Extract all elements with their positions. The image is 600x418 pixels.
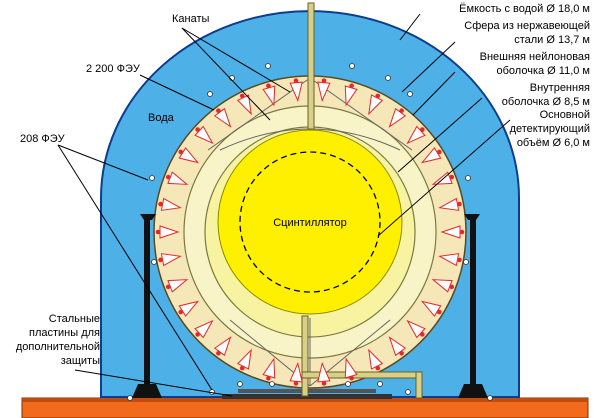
label-scintillator: Сцинтиллятор xyxy=(273,217,347,229)
support-legs xyxy=(132,214,488,398)
fill-pipes xyxy=(301,2,423,399)
pmt-base xyxy=(293,381,299,386)
label-tank: Ёмкость с водой Ø 18,0 м xyxy=(459,3,590,15)
outer-pmt xyxy=(385,75,391,81)
outer-pmt xyxy=(487,395,493,401)
pmt-base xyxy=(321,78,327,83)
label-volume-3: объём Ø 6,0 м xyxy=(517,137,590,149)
label-volume-2: детектирующий xyxy=(510,123,590,135)
pmt-base xyxy=(436,309,442,315)
pmt-ring xyxy=(155,78,465,386)
outer-pmt xyxy=(237,381,243,387)
pmt-base xyxy=(293,78,299,83)
pmt-base xyxy=(216,350,221,356)
pmt-base xyxy=(420,127,425,132)
label-inner-2: оболочка Ø 8,5 м xyxy=(502,96,590,108)
pmt-base xyxy=(216,108,221,114)
label-plates-3: дополнительной xyxy=(16,341,100,353)
outer-pmt xyxy=(465,175,471,181)
label-outer-nylon-1: Внешняя нейлоновая xyxy=(480,51,590,63)
outer-pmt xyxy=(127,395,133,401)
pmt-base xyxy=(158,257,163,263)
outer-pmt xyxy=(405,389,411,395)
outer-pmt xyxy=(207,91,213,97)
outer-pmt xyxy=(269,381,275,387)
pmt-base xyxy=(449,174,455,180)
outer-pmt xyxy=(377,381,383,387)
label-sphere-2: стали Ø 13,7 м xyxy=(514,34,590,46)
pmt-base xyxy=(266,83,271,89)
label-inner-1: Внутренняя xyxy=(530,82,590,94)
pmt-base xyxy=(178,309,184,315)
pmt-base xyxy=(457,257,462,263)
pmt-base xyxy=(165,284,171,290)
pmt-base xyxy=(436,149,442,155)
outer-pmt xyxy=(407,91,413,97)
outer-pmt xyxy=(265,63,271,69)
label-pmt-2200: 2 200 ФЭУ xyxy=(86,63,141,75)
pmt-base xyxy=(239,93,245,99)
pmt-base xyxy=(195,127,200,132)
base-shading xyxy=(22,398,588,402)
pmt-base xyxy=(420,332,425,337)
pmt-base xyxy=(449,284,455,290)
pmt-base xyxy=(321,381,327,386)
pmt-base xyxy=(349,375,354,381)
label-pmt-208: 208 ФЭУ xyxy=(20,133,66,145)
outer-pmt xyxy=(149,175,155,181)
pmt-base xyxy=(375,93,381,99)
outer-pmt xyxy=(151,259,157,265)
pmt-base xyxy=(178,149,184,155)
label-outer-nylon-2: оболочка Ø 11,0 м xyxy=(497,65,591,77)
pmt-base xyxy=(459,229,465,235)
pmt-base xyxy=(375,365,381,371)
pmt-base xyxy=(399,350,404,356)
label-water: Вода xyxy=(148,112,175,124)
pmt-base xyxy=(457,201,462,207)
pmt-base xyxy=(266,375,271,381)
outer-pmt xyxy=(345,381,351,387)
pmt-base xyxy=(349,83,354,89)
label-plates-1: Стальные xyxy=(49,313,100,325)
outer-pmt xyxy=(349,63,355,69)
pmt-base xyxy=(155,229,161,235)
pmt-base xyxy=(158,201,163,207)
label-volume-1b: Основной xyxy=(540,109,590,121)
leader-lines xyxy=(57,13,511,397)
label-sphere-1: Сфера из нержавеющей xyxy=(464,20,590,32)
outer-pmt xyxy=(463,259,469,265)
pmt-base xyxy=(165,174,171,180)
pmt-base xyxy=(239,365,245,371)
label-plates-4: защиты xyxy=(61,355,100,367)
pmt-base xyxy=(195,332,200,337)
pmt-base xyxy=(399,108,404,114)
label-ropes: Канаты xyxy=(172,13,210,25)
fiducial-volume xyxy=(239,151,381,293)
label-plates-2: пластины для xyxy=(29,327,100,339)
